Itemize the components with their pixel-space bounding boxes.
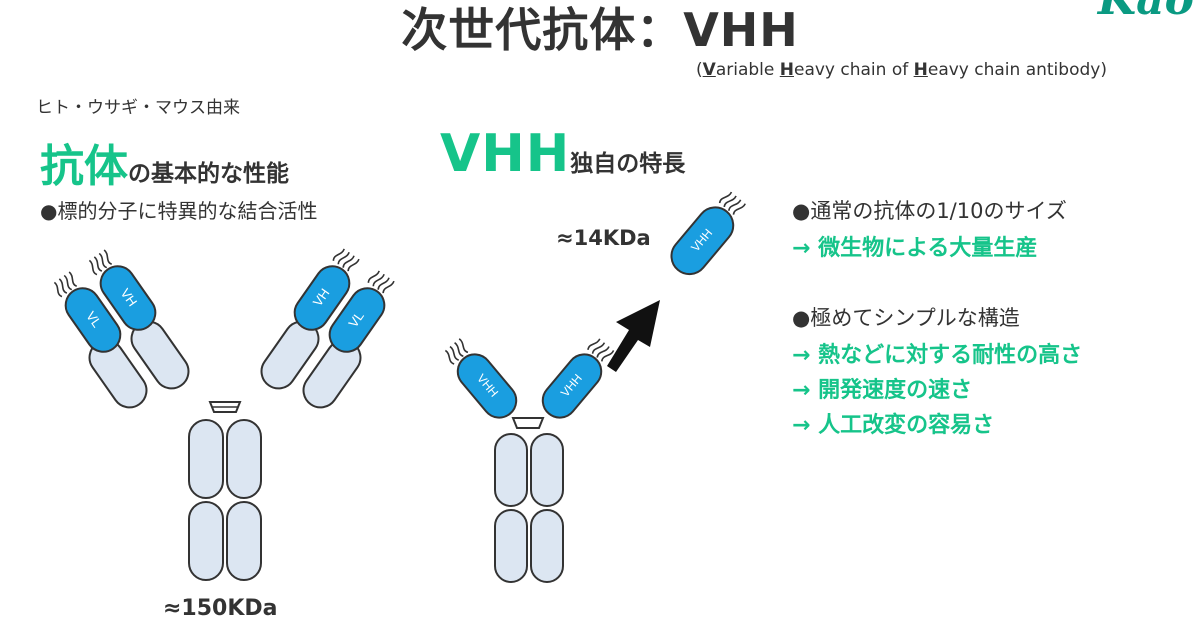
origin-label: ヒト・ウサギ・マウス由来 [36,98,240,118]
fc-domain [188,501,224,581]
hcab-fc-domain [494,509,528,583]
fc-domain [226,419,262,499]
fc-domain [226,501,262,581]
feature-item-heat-resistance: → 熱などに対する耐性の高さ [792,343,1083,368]
antibody-weight-label: ≈150KDa [163,596,278,621]
feature-item-dev-speed: → 開発速度の速さ [792,378,973,403]
feature-item-mass-production: → 微生物による大量生産 [792,236,1038,261]
isolated-vhh: VHH [670,189,747,276]
antibody-heading: 抗体の基本的な性能 [40,130,289,194]
hcab-fc-domain [494,433,528,507]
vhh-weight-label: ≈14KDa [556,226,651,250]
brand-logo: Kao [1098,0,1194,25]
isolated-vhh-domain [670,206,735,276]
extraction-arrow [607,300,660,372]
vhh-heading-highlight: VHH [440,124,571,184]
vl-domain [64,287,122,353]
vl-domain [328,287,386,353]
vhh-domain [541,353,603,419]
page-title: 次世代抗体：VHH [401,3,799,57]
vh-domain [293,265,351,331]
subtitle: (Variable Heavy chain of Heavy chain ant… [696,60,1107,80]
vhh-heading: VHH独自の特長 [440,124,685,184]
vl-label: VL [83,309,104,331]
feature-item-modification: → 人工改変の容易さ [792,413,995,438]
conventional-antibody: VH VL VH VL [51,246,396,581]
fc-domain [188,419,224,499]
feature-bullet-size: ●通常の抗体の1/10のサイズ [792,199,1067,223]
vl-label: VL [345,309,366,331]
vh-domain [99,265,157,331]
vhh-heading-suffix: 独自の特長 [570,151,686,177]
hcab-fc-domain [530,509,564,583]
antibody-heading-suffix: の基本的な性能 [128,161,289,187]
heavy-chain-antibody: VHH VHH [442,336,615,583]
antibody-bullet: ●標的分子に特異的な結合活性 [40,199,318,223]
antibody-heading-highlight: 抗体 [40,141,128,192]
vhh-domain [456,353,518,419]
hcab-fc-domain [530,433,564,507]
hcab-hinge [511,417,545,429]
feature-bullet-structure: ●極めてシンプルな構造 [792,306,1020,330]
